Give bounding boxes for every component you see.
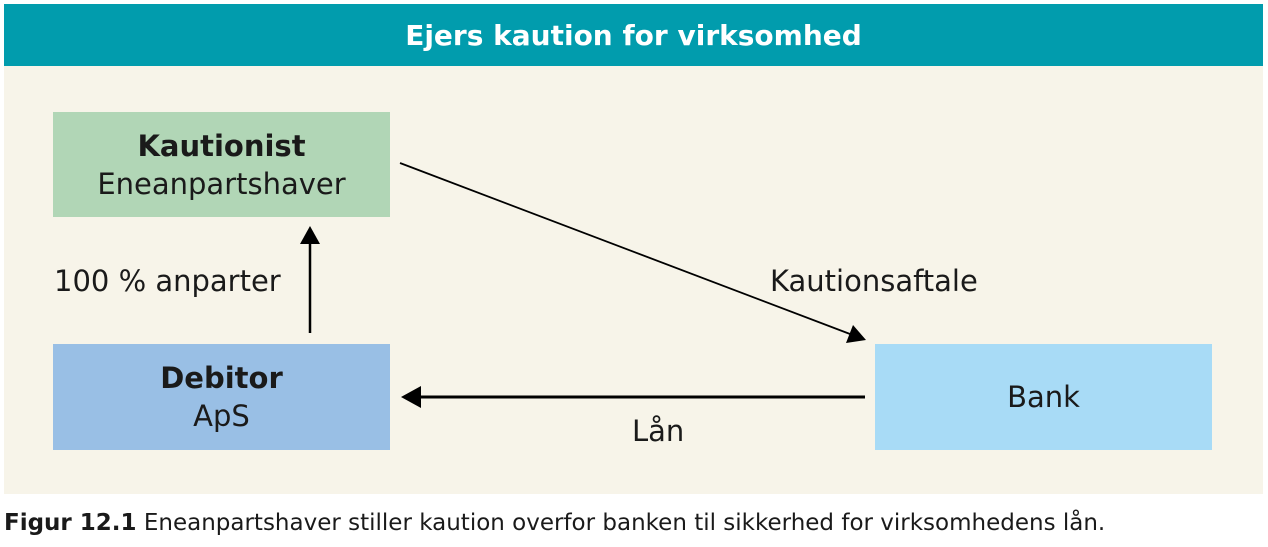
bank-title: Bank — [1007, 380, 1080, 414]
diagram-panel: Ejers kaution for virksomhed Kautionist … — [4, 4, 1263, 494]
caption-text: Eneanpartshaver stiller kaution overfor … — [136, 510, 1106, 536]
ownership-label: 100 % anparter — [54, 264, 281, 298]
debitor-subtitle: ApS — [193, 399, 250, 433]
bank-box: Bank — [875, 344, 1212, 450]
guarantee-arrow — [399, 162, 866, 343]
kautionist-title: Kautionist — [137, 128, 306, 163]
loan-arrow — [401, 386, 865, 408]
debitor-title: Debitor — [160, 361, 283, 395]
diagram-title: Ejers kaution for virksomhed — [4, 4, 1263, 66]
debitor-box: Debitor ApS — [53, 344, 390, 450]
kautionist-box: Kautionist Eneanpartshaver — [53, 112, 390, 217]
kautionist-subtitle: Eneanpartshaver — [97, 166, 346, 201]
ownership-arrow — [300, 226, 320, 333]
caption-figure-number: Figur 12.1 — [4, 510, 137, 536]
figure-caption: Figur 12.1 Eneanpartshaver stiller kauti… — [4, 510, 1264, 536]
arrows-layer — [300, 162, 866, 408]
loan-label: Lån — [632, 414, 685, 448]
guarantee-label: Kautionsaftale — [770, 264, 978, 298]
